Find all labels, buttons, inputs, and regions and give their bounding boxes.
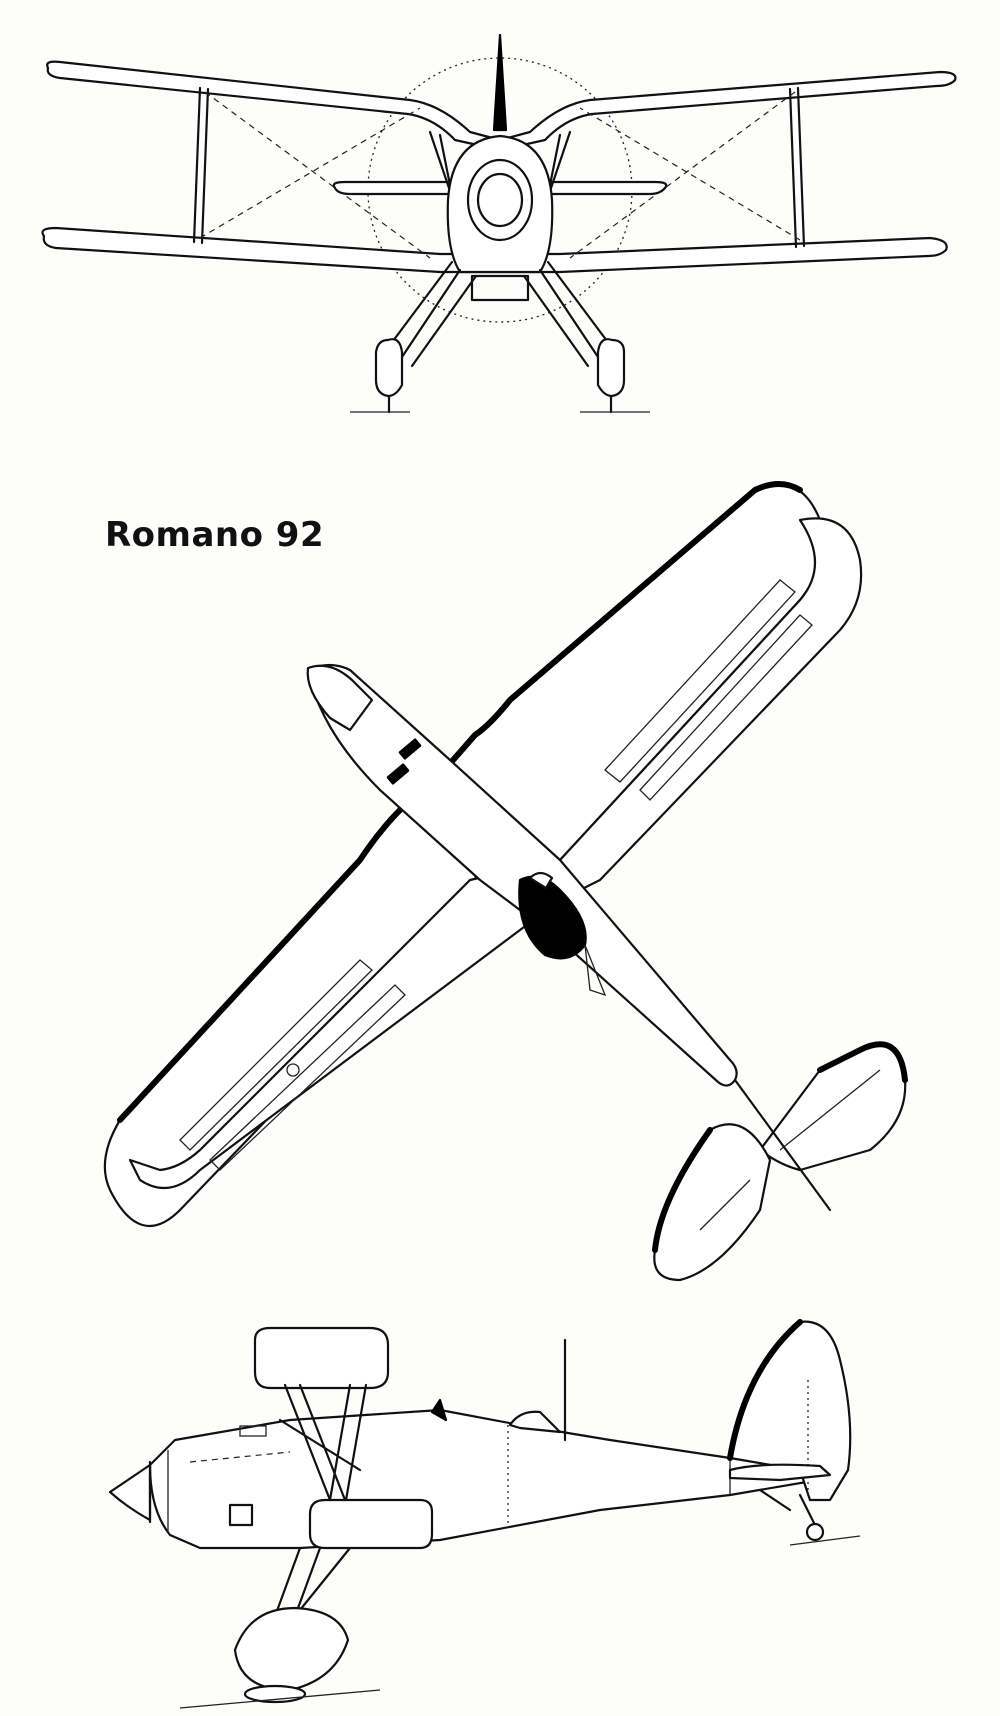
tail-leading-edge: [652, 1041, 908, 1253]
gear-leg-left: [388, 260, 478, 368]
aileron-left-2: [209, 984, 406, 1171]
main-wheel-spat: [233, 1606, 350, 1692]
aileron-right: [604, 579, 796, 783]
strut-left-2: [200, 87, 210, 245]
exhaust-line: [189, 1451, 291, 1463]
gear-leg-right: [522, 260, 612, 368]
strut-right-2: [788, 87, 798, 249]
side-upper-wing: [253, 1326, 390, 1390]
side-fuselage: [148, 1408, 832, 1550]
side-spinner: [108, 1463, 152, 1522]
plan-fuselage: [306, 663, 738, 1087]
tail-wheel: [805, 1522, 825, 1542]
aileron-left: [179, 959, 373, 1151]
wheel-spat-left: [374, 338, 404, 398]
headrest: [584, 944, 607, 997]
rudder-edge: [733, 1078, 832, 1212]
brace-wire: [579, 107, 801, 241]
upper-wing: [46, 60, 957, 152]
propeller-blade: [492, 33, 508, 132]
wing-leading-edge: [117, 481, 803, 1123]
strut-left: [192, 86, 202, 244]
lower-wing: [41, 226, 948, 274]
roundel: [286, 1063, 300, 1077]
side-tailplane: [728, 1463, 832, 1482]
brace-wire: [569, 91, 796, 259]
brace-wire: [199, 107, 421, 239]
tail-strut: [758, 1488, 817, 1527]
spinner: [476, 172, 524, 228]
fin-leading-edge: [727, 1319, 803, 1461]
brace-wire: [204, 91, 431, 259]
side-view: [108, 1319, 861, 1709]
side-windscreen: [430, 1398, 448, 1422]
plan-lower-wing: [128, 517, 863, 1190]
front-view: [41, 33, 957, 414]
side-headrest: [508, 1410, 562, 1434]
exhaust-stack: [386, 763, 410, 785]
exhaust-stack: [398, 738, 422, 760]
side-vent: [228, 1503, 254, 1527]
ground-line-tail: [789, 1535, 861, 1546]
plan-tailplane-left: [653, 1123, 772, 1282]
plan-nose: [306, 664, 374, 732]
elevator-line: [699, 1069, 881, 1231]
wheel-spat-right: [596, 338, 626, 398]
cowl-louver: [239, 1425, 267, 1437]
side-lower-wing: [308, 1498, 434, 1550]
ground-line-side: [179, 1689, 381, 1709]
windscreen: [528, 871, 554, 890]
aileron-right-2: [639, 614, 813, 801]
plan-view: [103, 481, 908, 1282]
side-struts: [278, 1383, 368, 1502]
radiator-grille: [470, 274, 530, 302]
strut-right: [796, 86, 806, 248]
aircraft-title: Romano 92: [105, 515, 325, 555]
